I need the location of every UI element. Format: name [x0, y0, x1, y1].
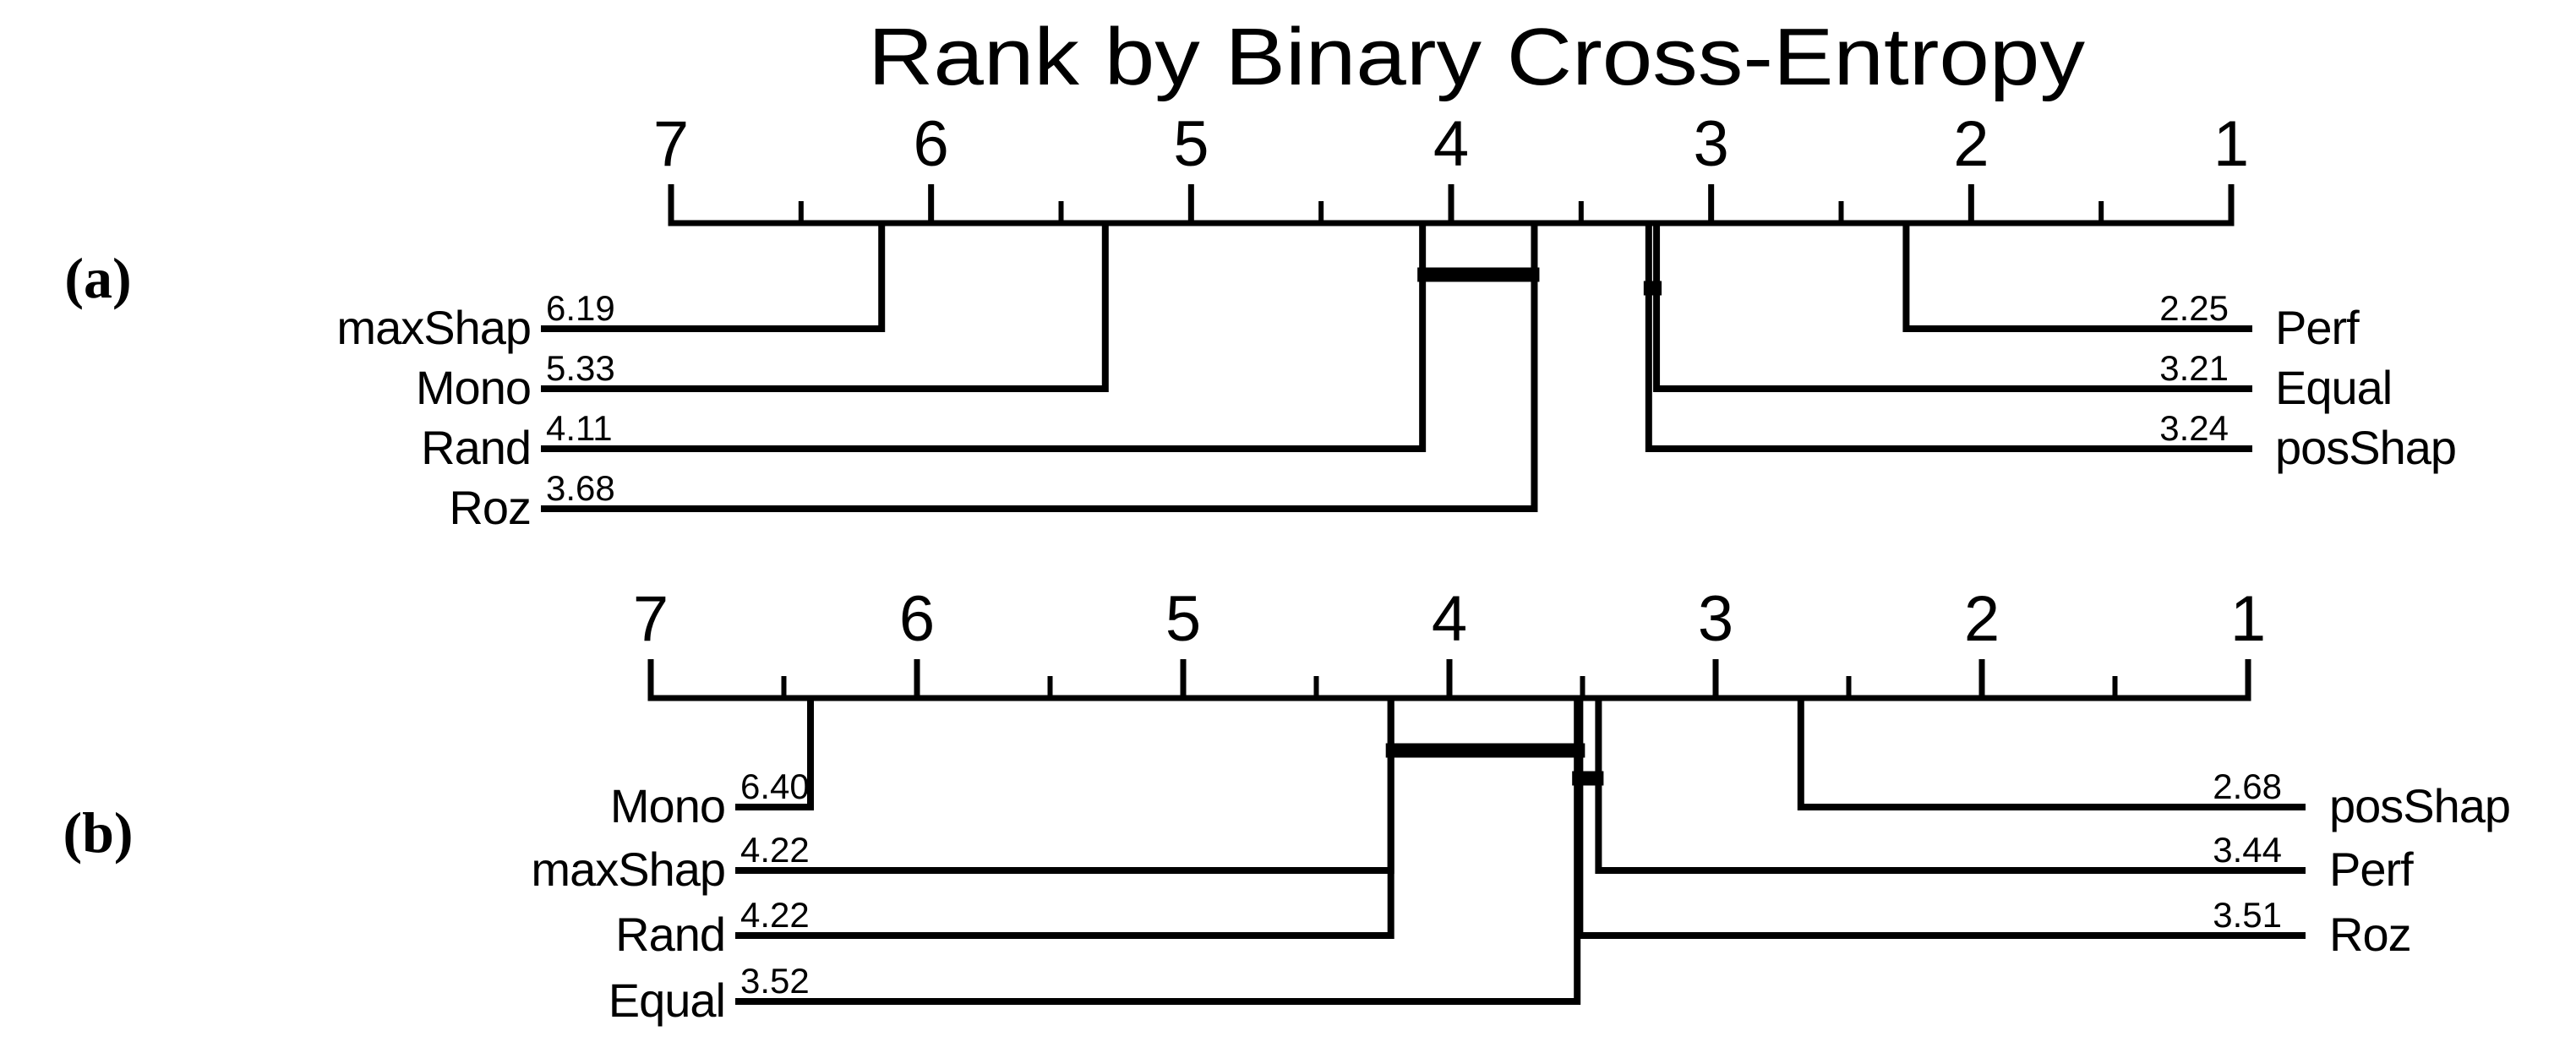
method-rank-value-Equal: 3.21	[2159, 348, 2229, 388]
method-line-Mono	[541, 223, 1109, 392]
method-line-Rand	[541, 223, 1427, 452]
method-rank-value-Equal: 3.52	[740, 961, 810, 1001]
method-line-Rand	[735, 698, 1394, 939]
method-label-maxShap: maxShap	[336, 301, 531, 354]
figure-title: Rank by Binary Cross-Entropy	[868, 12, 2085, 102]
axis-tick-label: 6	[899, 583, 935, 655]
axis-tick-label: 7	[653, 108, 689, 180]
method-line-Roz	[541, 223, 1538, 512]
axis-tick-label: 6	[914, 108, 949, 180]
method-label-Equal: Equal	[2275, 361, 2392, 414]
method-rank-value-Roz: 3.68	[546, 468, 615, 508]
clique-bar	[1572, 771, 1604, 786]
axis-tick-label: 3	[1694, 108, 1729, 180]
method-line-Perf	[1595, 698, 2306, 874]
method-rank-value-posShap: 3.24	[2159, 408, 2229, 448]
method-rank-value-Perf: 2.25	[2159, 288, 2229, 328]
method-label-Rand: Rand	[421, 421, 531, 474]
method-line-Roz	[1576, 698, 2306, 939]
method-line-Perf	[1902, 223, 2252, 332]
clique-bar	[1643, 281, 1662, 296]
method-rank-value-maxShap: 4.22	[740, 830, 810, 870]
clique-bar	[1385, 743, 1585, 758]
method-label-posShap: posShap	[2329, 779, 2510, 832]
method-line-Equal	[1653, 223, 2252, 392]
axis-tick-label: 4	[1432, 583, 1467, 655]
method-rank-value-Mono: 5.33	[546, 348, 615, 388]
method-rank-value-posShap: 2.68	[2213, 766, 2282, 806]
method-line-Mono	[735, 698, 814, 810]
axis-tick-label: 5	[1165, 583, 1201, 655]
method-rank-value-Rand: 4.22	[740, 895, 810, 935]
method-line-posShap	[1645, 223, 2252, 452]
method-line-maxShap	[541, 223, 886, 332]
method-label-maxShap: maxShap	[531, 843, 725, 896]
axis-tick-label: 3	[1698, 583, 1733, 655]
method-label-Mono: Mono	[416, 361, 531, 414]
method-label-Equal: Equal	[609, 974, 725, 1027]
method-label-Roz: Roz	[2329, 908, 2411, 961]
method-rank-value-Rand: 4.11	[546, 408, 613, 448]
axis-tick-label: 2	[1964, 583, 2000, 655]
axis-tick-label: 2	[1953, 108, 1989, 180]
panel-a-letter: (a)	[64, 246, 131, 310]
clique-bar	[1417, 267, 1540, 282]
method-line-posShap	[1797, 698, 2306, 810]
method-rank-value-Perf: 3.44	[2213, 830, 2282, 870]
method-label-posShap: posShap	[2275, 421, 2456, 474]
method-line-maxShap	[735, 698, 1394, 874]
axis-tick-label: 7	[633, 583, 669, 655]
method-rank-value-maxShap: 6.19	[546, 288, 615, 328]
axis-tick-label: 4	[1433, 108, 1469, 180]
method-label-Perf: Perf	[2275, 301, 2360, 354]
method-rank-value-Roz: 3.51	[2213, 895, 2282, 935]
method-label-Rand: Rand	[615, 908, 725, 961]
axis-tick-label: 1	[2213, 108, 2249, 180]
method-rank-value-Mono: 6.40	[740, 766, 810, 806]
panel-b-letter: (b)	[63, 800, 133, 865]
method-label-Mono: Mono	[610, 779, 725, 832]
method-label-Perf: Perf	[2329, 843, 2414, 896]
axis-tick-label: 1	[2230, 583, 2266, 655]
axis-tick-label: 5	[1173, 108, 1209, 180]
method-label-Roz: Roz	[449, 481, 531, 534]
